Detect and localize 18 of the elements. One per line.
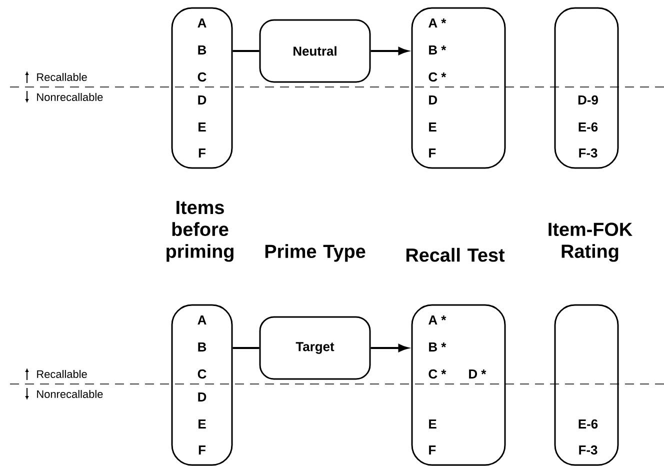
arrow	[370, 47, 408, 55]
column-heading: Items before priming	[166, 200, 234, 262]
item-list-box: A * B * C * D E F	[411, 7, 506, 169]
column-heading: Item-FOK Rating	[548, 222, 632, 262]
arrow	[370, 344, 408, 352]
prime-box: Neutral	[259, 19, 371, 83]
column-heading: Prime Type	[265, 244, 366, 262]
side-label: Recallable	[37, 72, 87, 82]
side-label: Nonrecallable	[37, 390, 103, 398]
column-heading: Recall Test	[406, 248, 505, 262]
side-label: Recallable	[37, 370, 87, 378]
prime-box: Target	[259, 316, 371, 380]
item-list-box: D-9 E-6 F-3	[554, 7, 619, 169]
item-list-box: E-6 F-3	[554, 304, 619, 466]
item-list-box: A B C D E F	[171, 7, 233, 169]
side-label: Nonrecallable	[37, 92, 103, 102]
item-list-box: A B C D E F	[171, 304, 233, 466]
item-list-box: A * B * C * D * E F	[411, 304, 506, 466]
